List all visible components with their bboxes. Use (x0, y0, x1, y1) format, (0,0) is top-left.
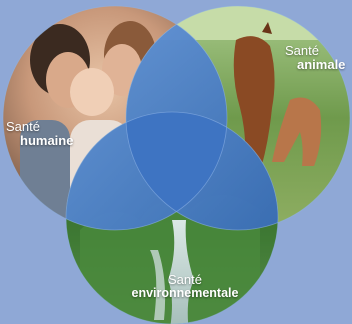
environmental-health-label: Santé environnementale (120, 273, 250, 300)
overlap-center (126, 112, 227, 230)
animal-health-label: Santé animale (285, 44, 345, 71)
human-health-label-light: Santé (6, 119, 40, 134)
animal-health-label-light: Santé (285, 43, 319, 58)
environmental-health-label-light: Santé (168, 272, 202, 287)
animal-health-label-bold: animale (297, 56, 346, 72)
human-health-label: Santé humaine (6, 120, 73, 147)
human-health-label-bold: humaine (20, 132, 74, 148)
environmental-health-label-bold: environnementale (131, 285, 239, 300)
